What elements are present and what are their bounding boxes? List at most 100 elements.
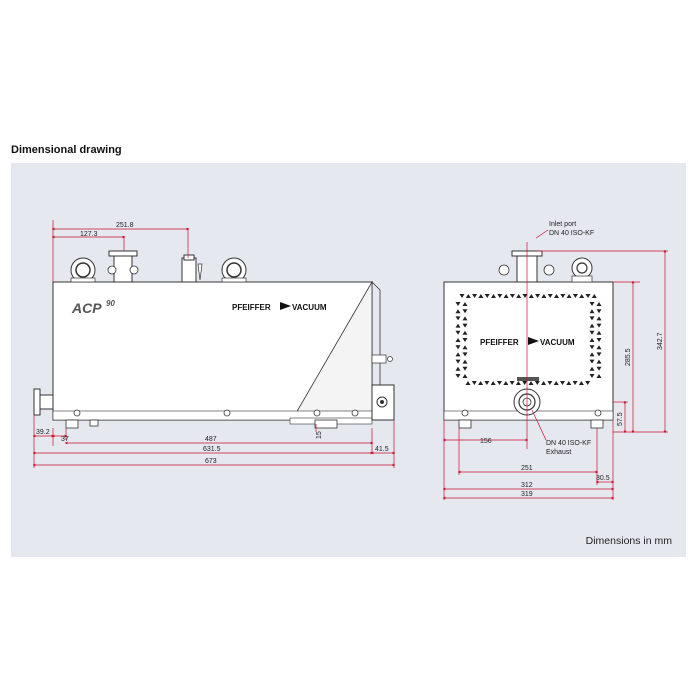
- vent-slot: [547, 381, 553, 385]
- vent-slot: [455, 323, 461, 328]
- vent-slot: [497, 381, 502, 385]
- vent-slot: [462, 352, 468, 357]
- vent-slot: [589, 323, 595, 328]
- vent-slot: [455, 338, 461, 342]
- foot: [89, 419, 99, 427]
- vent-slot: [585, 294, 591, 298]
- vent-slot: [596, 359, 602, 364]
- vent-slot: [490, 381, 496, 385]
- vent-slot: [528, 381, 534, 385]
- vent-slot: [566, 294, 572, 298]
- dim-673: 673: [205, 458, 217, 465]
- vent-slot: [554, 294, 559, 298]
- vent-slot: [528, 294, 534, 298]
- dim-631-5: 631.5: [203, 446, 221, 453]
- outlet-knob: [221, 257, 247, 283]
- dim-342-7: 342.7: [657, 332, 664, 350]
- dim-39-2: 39.2: [36, 429, 50, 436]
- vent-slot: [478, 381, 484, 385]
- vent-slot: [462, 323, 468, 328]
- model-number: 90: [106, 299, 115, 308]
- vent-slot: [522, 294, 528, 298]
- vent-slot: [472, 294, 478, 298]
- dim-319: 319: [521, 491, 533, 498]
- dim-487: 487: [205, 436, 217, 443]
- vent-slot: [589, 345, 595, 350]
- vent-slot: [589, 366, 595, 371]
- front-knob: [571, 257, 593, 283]
- vent-slot: [455, 374, 461, 378]
- exhaust-label-line2: Exhaust: [546, 449, 571, 456]
- dimensional-drawing: ACP 90 PFEIFFER VACUUM 251.8 127.3 3: [32, 220, 668, 500]
- vent-slot: [455, 345, 461, 350]
- vent-slot: [596, 374, 602, 378]
- vent-slot: [478, 294, 484, 298]
- vent-slot: [541, 381, 547, 385]
- vent-slot: [497, 294, 503, 298]
- vent-slot: [491, 294, 496, 298]
- vent-slot: [462, 359, 468, 364]
- vent-slot: [484, 381, 490, 385]
- vent-slot: [471, 381, 477, 385]
- vent-slot: [596, 345, 602, 350]
- vent-slot: [535, 294, 541, 298]
- dim-251-8: 251.8: [116, 222, 134, 229]
- brand-arrow-icon: [280, 302, 291, 310]
- vent-slot: [515, 381, 521, 385]
- dim-57-5: 57.5: [617, 412, 624, 426]
- vent-slot: [541, 294, 547, 298]
- vent-slot: [455, 316, 461, 321]
- dim-285-5: 285.5: [625, 348, 632, 366]
- dim-156: 156: [480, 438, 492, 445]
- vent-slot: [509, 381, 515, 385]
- vent-slot: [503, 381, 509, 385]
- vent-slot: [455, 366, 461, 371]
- front-brand-arrow-icon: [528, 337, 539, 345]
- vent-slot: [462, 338, 468, 342]
- foot: [458, 419, 472, 429]
- vent-slot: [455, 359, 461, 364]
- vent-slot: [560, 381, 565, 385]
- vent-slot: [455, 309, 461, 314]
- dim-41-5: 41.5: [375, 446, 389, 453]
- vent-slot: [547, 294, 553, 298]
- vent-slot: [465, 381, 471, 385]
- vent-slot: [462, 374, 468, 378]
- vent-slot: [589, 309, 595, 314]
- vent-slot: [459, 294, 465, 298]
- dim-30-5: 30.5: [596, 475, 610, 482]
- vent-slot: [522, 381, 528, 385]
- exhaust-label-line1: DN 40 ISO-KF: [546, 440, 591, 447]
- foot: [314, 419, 338, 429]
- vent-slot: [589, 338, 595, 342]
- vent-slot: [462, 316, 468, 321]
- vent-slot: [589, 302, 595, 306]
- vent-slot: [462, 345, 468, 350]
- vent-slot: [572, 381, 578, 385]
- vent-slot: [462, 330, 468, 335]
- inlet-label-line2: DN 40 ISO-KF: [549, 230, 594, 237]
- drawing-panel: ACP 90 PFEIFFER VACUUM 251.8 127.3 3: [11, 163, 686, 557]
- vent-slot: [516, 294, 522, 298]
- inlet-label-line1: Inlet port: [549, 221, 576, 228]
- gas-ballast-knob: [70, 257, 96, 283]
- model-label: ACP: [71, 300, 102, 316]
- dim-15: 15: [316, 431, 323, 439]
- vent-slot: [455, 302, 461, 306]
- foot: [65, 419, 79, 429]
- vent-slot: [566, 381, 572, 385]
- vent-slot: [462, 309, 468, 314]
- units-note: Dimensions in mm: [585, 535, 672, 547]
- vent-slot: [589, 374, 595, 378]
- front-brand-right: VACUUM: [540, 338, 575, 347]
- vent-slot: [589, 359, 595, 364]
- vent-slot: [596, 323, 602, 328]
- exhaust-flange-side: [33, 388, 41, 416]
- front-view: PFEIFFER VACUUM: [442, 221, 668, 500]
- foot: [590, 419, 604, 429]
- vent-slot: [560, 294, 566, 298]
- vent-slot: [596, 316, 602, 321]
- vent-slot: [596, 302, 602, 306]
- vent-slot: [455, 352, 461, 357]
- vent-slot: [585, 381, 591, 385]
